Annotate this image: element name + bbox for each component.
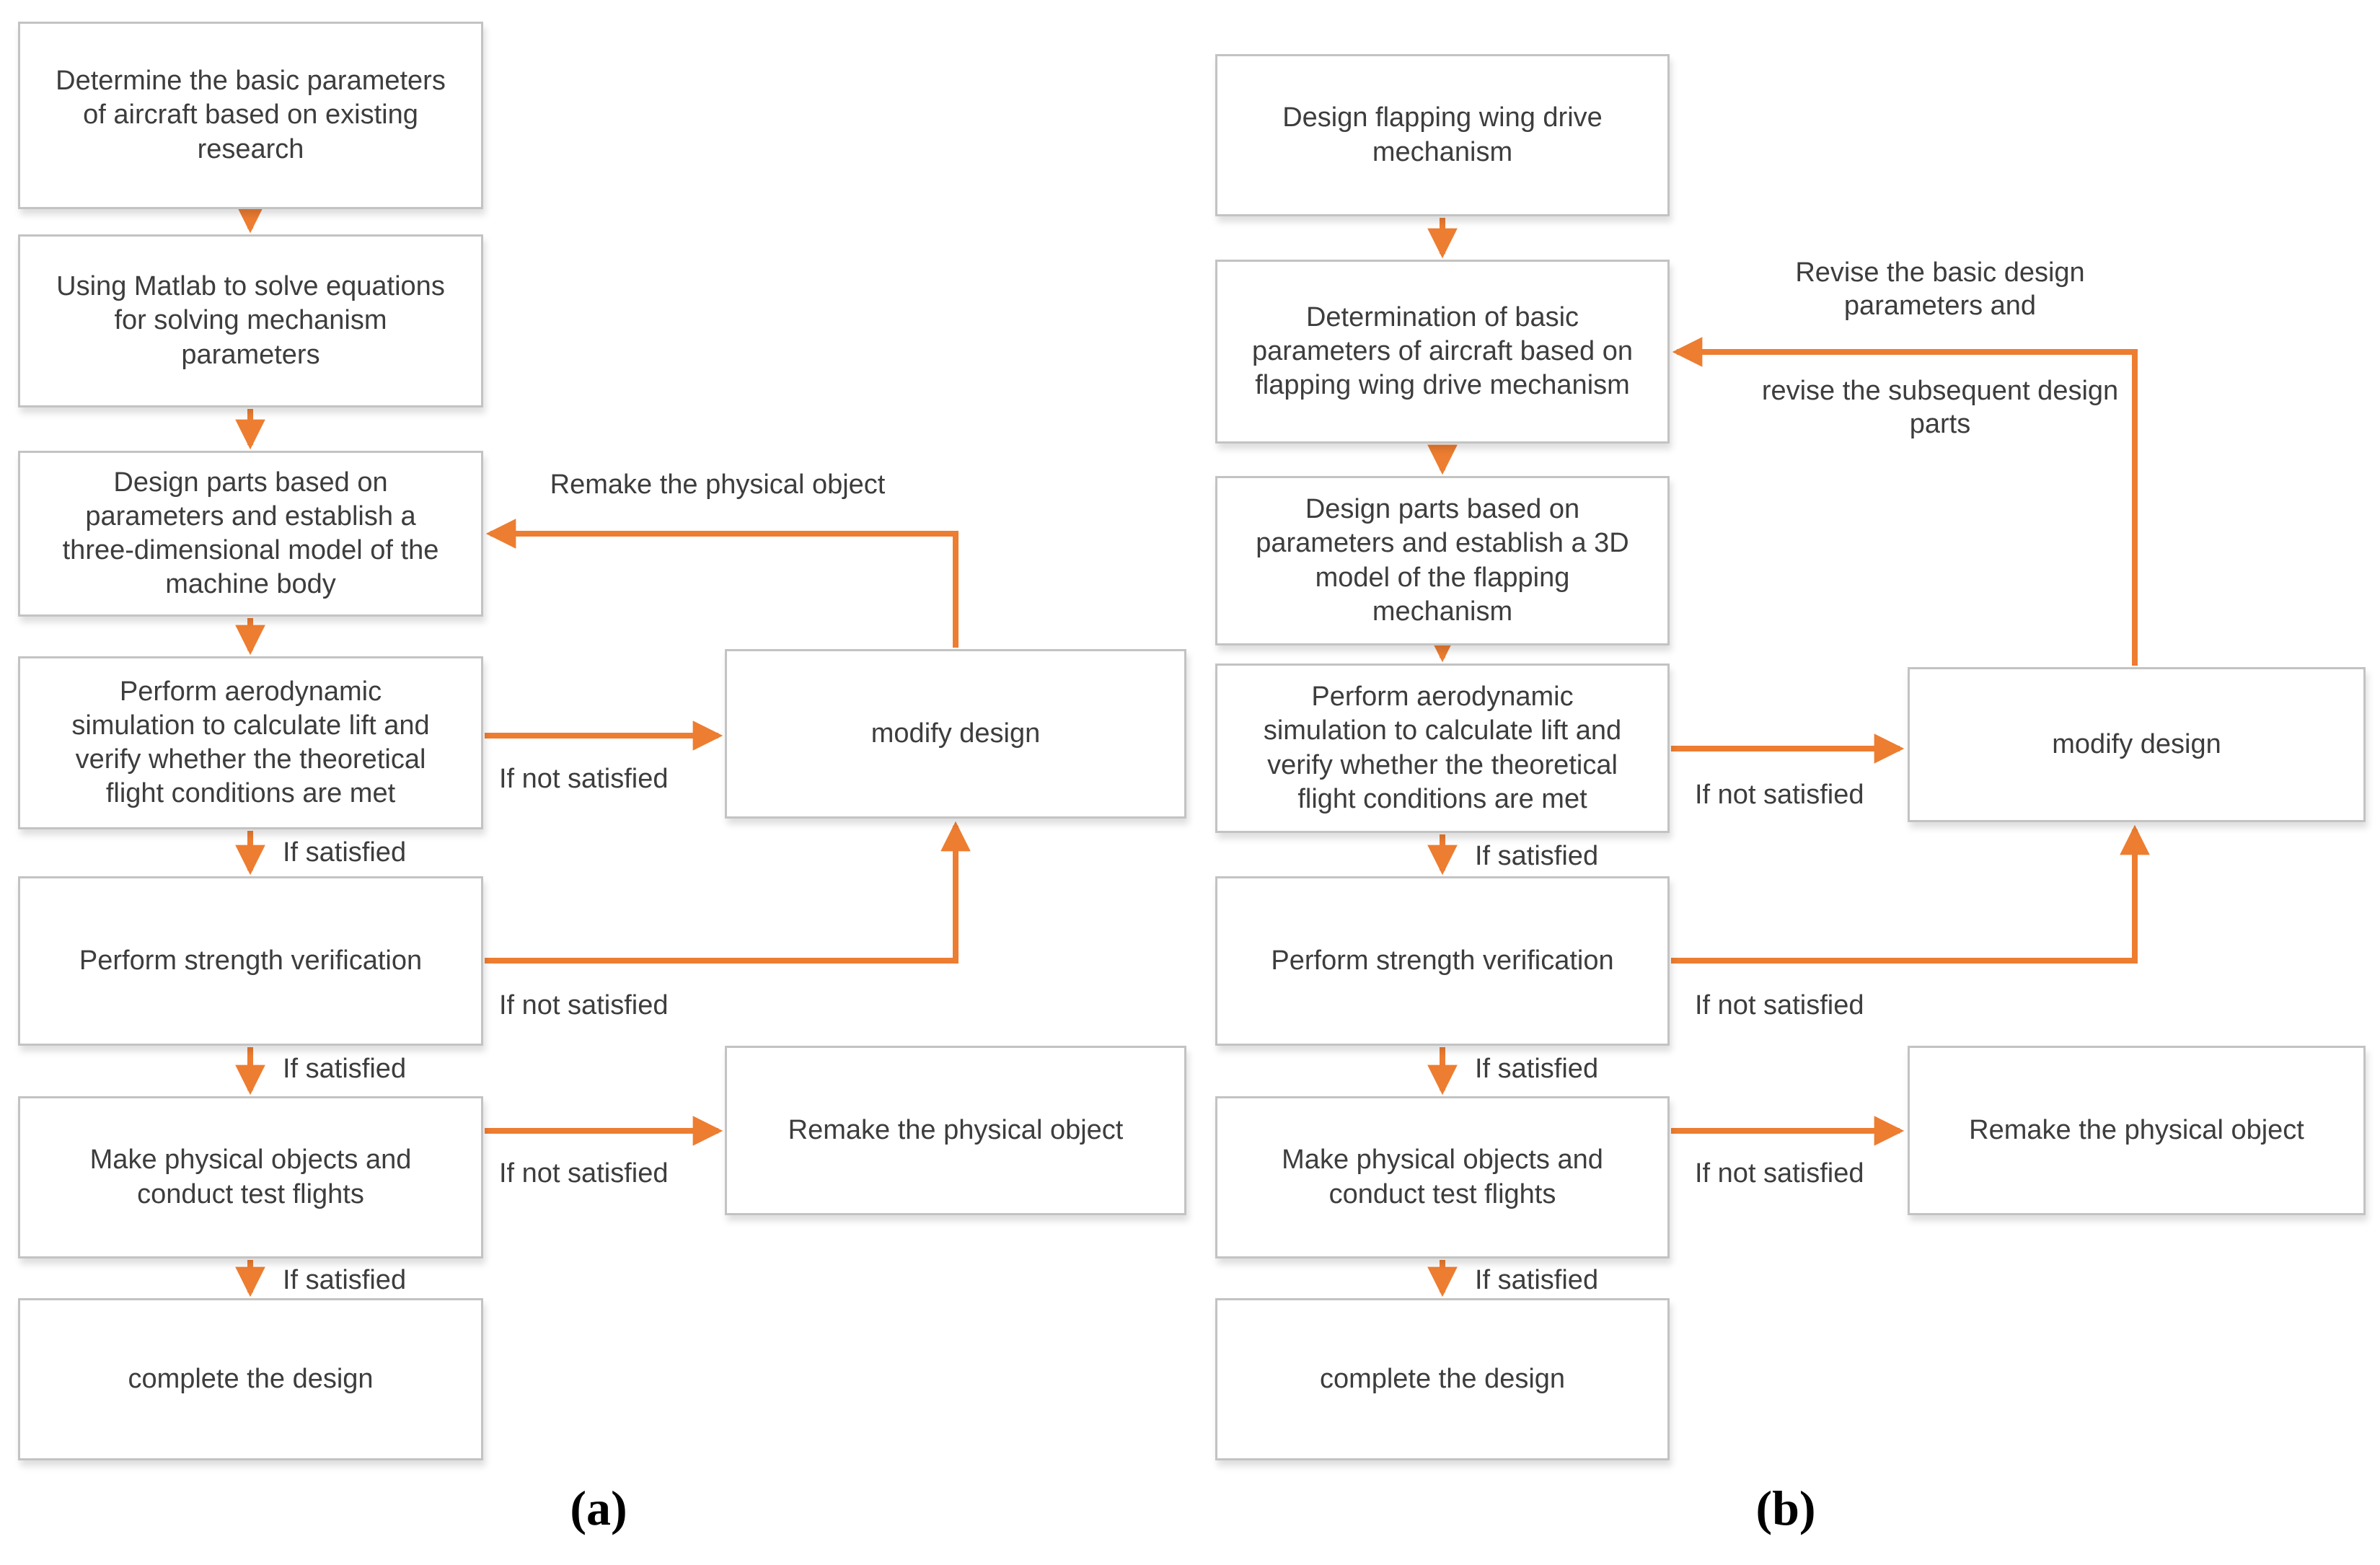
a-box-remake-physical-object: Remake the physical object bbox=[725, 1046, 1186, 1215]
a-box-strength-verification: Perform strength verification bbox=[18, 876, 483, 1046]
b-box-aerodynamic-simulation: Perform aerodynamic simulation to calcul… bbox=[1215, 664, 1670, 833]
a-box-matlab-solve-equations: Using Matlab to solve equations for solv… bbox=[18, 234, 483, 407]
b-label-revise-subsequent-parts: revise the subsequent design parts bbox=[1761, 376, 2119, 439]
caption-a: (a) bbox=[570, 1481, 627, 1535]
b-box-modify-design: modify design bbox=[1908, 667, 2366, 822]
arrow-b-step5-modify bbox=[1671, 824, 2150, 964]
b-box-determination-basic-parameters: Determination of basic parameters of air… bbox=[1215, 260, 1670, 444]
b-label-if-satisfied-3: If satisfied bbox=[1475, 1265, 1599, 1295]
b-label-if-not-satisfied-3: If not satisfied bbox=[1695, 1158, 1864, 1189]
a-label-if-satisfied-2: If satisfied bbox=[283, 1054, 407, 1084]
b-box-complete-design: complete the design bbox=[1215, 1298, 1670, 1460]
b-label-if-not-satisfied-1: If not satisfied bbox=[1695, 780, 1864, 810]
caption-b: (b) bbox=[1755, 1481, 1816, 1535]
a-label-if-satisfied-3: If satisfied bbox=[283, 1265, 407, 1295]
b-box-remake-physical-object: Remake the physical object bbox=[1908, 1046, 2366, 1215]
a-label-if-not-satisfied-2: If not satisfied bbox=[499, 990, 669, 1020]
arrow-a-step5-modify bbox=[485, 821, 971, 964]
b-label-if-not-satisfied-2: If not satisfied bbox=[1695, 990, 1864, 1020]
a-box-modify-design: modify design bbox=[725, 649, 1186, 819]
a-label-if-not-satisfied-3: If not satisfied bbox=[499, 1158, 669, 1189]
b-label-if-satisfied-1: If satisfied bbox=[1475, 841, 1599, 871]
a-label-if-satisfied-1: If satisfied bbox=[283, 837, 407, 868]
b-box-strength-verification: Perform strength verification bbox=[1215, 876, 1670, 1046]
a-box-aerodynamic-simulation: Perform aerodynamic simulation to calcul… bbox=[18, 656, 483, 829]
arrow-a-modify-step3-loop bbox=[485, 519, 958, 648]
a-box-determine-basic-parameters: Determine the basic parameters of aircra… bbox=[18, 22, 483, 209]
b-box-make-physical-objects: Make physical objects and conduct test f… bbox=[1215, 1096, 1670, 1258]
b-label-if-satisfied-2: If satisfied bbox=[1475, 1054, 1599, 1084]
a-box-make-physical-objects: Make physical objects and conduct test f… bbox=[18, 1096, 483, 1258]
a-label-if-not-satisfied-1: If not satisfied bbox=[499, 764, 669, 794]
a-box-complete-design: complete the design bbox=[18, 1298, 483, 1460]
b-box-design-parts-3d-model: Design parts based on parameters and est… bbox=[1215, 476, 1670, 645]
b-label-revise-basic-parameters: Revise the basic design parameters and bbox=[1795, 257, 2085, 321]
a-box-design-parts-3d-model: Design parts based on parameters and est… bbox=[18, 451, 483, 617]
a-label-remake-loop: Remake the physical object bbox=[550, 470, 886, 500]
b-box-design-flapping-wing-mechanism: Design flapping wing drive mechanism bbox=[1215, 54, 1670, 216]
